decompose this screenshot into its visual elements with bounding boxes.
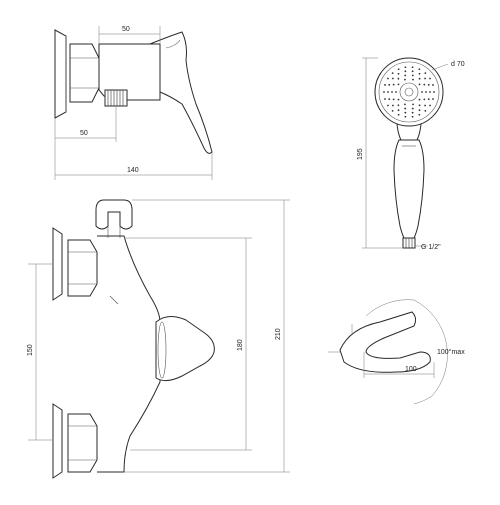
- nozzle-dot: [423, 83, 426, 86]
- nozzle-dot: [427, 83, 430, 86]
- nozzle-dot: [404, 70, 407, 73]
- nozzle-dot: [424, 104, 426, 107]
- nozzle-dot: [387, 91, 389, 93]
- nozzle-dot: [425, 91, 427, 93]
- nozzle-dot: [395, 91, 397, 93]
- nozzle-dot: [397, 109, 400, 112]
- nozzle-dot: [432, 98, 434, 100]
- nozzle-dot: [392, 83, 395, 86]
- nozzle-dot: [411, 111, 414, 114]
- nozzle-dot: [404, 107, 407, 110]
- nozzle-dot: [384, 98, 386, 100]
- nozzle-dot: [429, 91, 431, 93]
- nozzle-dot: [424, 72, 427, 75]
- dim-shower-length: 195: [357, 148, 364, 160]
- nozzle-dot: [388, 98, 391, 101]
- nozzle-dot: [404, 66, 407, 69]
- nozzle-dot: [391, 91, 393, 93]
- nozzle-dot: [404, 78, 406, 81]
- dim-side-offset: 50: [80, 130, 88, 137]
- nozzle-dot: [432, 84, 434, 86]
- dim-hose-thread: G 1/2": [421, 244, 441, 251]
- nozzle-dot: [404, 103, 406, 106]
- nozzle-dot: [391, 72, 394, 75]
- nozzle-dot: [411, 74, 414, 77]
- dim-top-width: 50: [122, 26, 130, 33]
- dim-total-length: 140: [127, 167, 139, 174]
- nozzle-dot: [387, 77, 389, 80]
- nozzle-dot: [397, 83, 400, 86]
- nozzle-dot: [383, 91, 385, 93]
- nozzle-dot: [404, 111, 407, 114]
- nozzle-dot: [404, 74, 407, 77]
- nozzle-dot: [397, 104, 400, 107]
- nozzle-dot: [397, 72, 400, 75]
- dim-center-height: 180: [237, 339, 244, 351]
- nozzle-dot: [404, 115, 407, 118]
- nozzle-dot: [429, 104, 431, 107]
- nozzle-dot: [392, 98, 395, 101]
- front-view-mixer: 150 180 210: [27, 199, 290, 479]
- nozzle-dot: [392, 77, 394, 80]
- nozzle-dot: [429, 77, 431, 80]
- nozzle-dot: [418, 68, 421, 71]
- nozzle-dot: [391, 109, 394, 112]
- nozzle-dot: [418, 72, 421, 75]
- dim-handle-reach: 100: [405, 366, 417, 373]
- nozzle-dot: [418, 83, 421, 86]
- nozzle-dot: [412, 103, 414, 106]
- nozzle-dot: [387, 104, 389, 107]
- nozzle-dot: [392, 104, 394, 107]
- nozzle-dot: [397, 98, 400, 101]
- nozzle-dot: [424, 77, 426, 80]
- dim-inlet-spacing: 150: [27, 344, 34, 356]
- nozzle-dot: [418, 109, 421, 112]
- dim-head-diameter: d 70: [451, 61, 465, 68]
- hand-shower-view: d 70 195 G 1/2": [357, 57, 465, 251]
- nozzle-dot: [397, 77, 400, 80]
- nozzle-dot: [418, 113, 421, 116]
- nozzle-dot: [427, 98, 430, 101]
- side-view-mixer: 50 50 140: [54, 26, 213, 180]
- nozzle-dot: [411, 107, 414, 110]
- nozzle-dot: [421, 91, 423, 93]
- nozzle-dot: [418, 77, 421, 80]
- nozzle-dot: [424, 109, 427, 112]
- nozzle-dot: [411, 70, 414, 73]
- nozzle-dot: [411, 115, 414, 118]
- nozzle-dot: [397, 68, 400, 71]
- nozzle-dot: [418, 104, 421, 107]
- nozzle-dots: [383, 66, 435, 118]
- top-view-lever: 100 100°max: [328, 299, 465, 405]
- nozzle-dot: [411, 66, 414, 69]
- nozzle-dot: [433, 91, 435, 93]
- nozzle-dot: [384, 84, 386, 86]
- dim-total-height: 210: [275, 328, 282, 340]
- nozzle-dot: [388, 83, 391, 86]
- nozzle-dot: [423, 98, 426, 101]
- dim-rotation: 100°max: [437, 348, 465, 356]
- nozzle-dot: [412, 78, 414, 81]
- nozzle-dot: [418, 98, 421, 101]
- nozzle-dot: [397, 113, 400, 116]
